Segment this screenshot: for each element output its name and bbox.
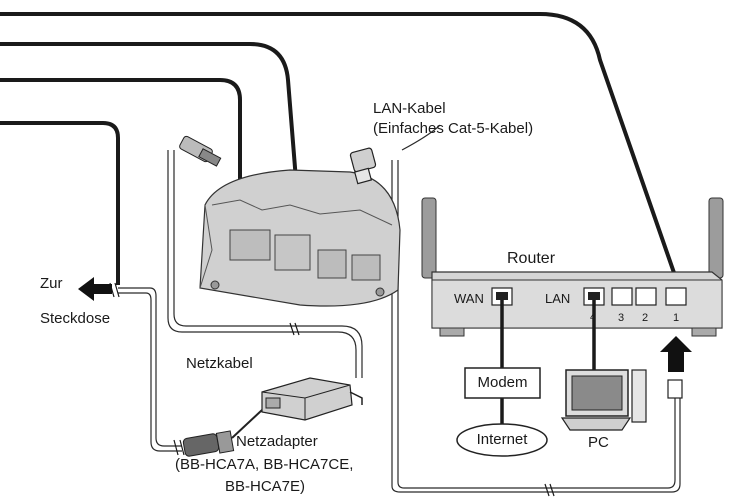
power-adapter bbox=[261, 377, 363, 421]
router-label: Router bbox=[507, 250, 556, 267]
internet-oval bbox=[456, 423, 548, 457]
internet-label: Internet bbox=[476, 431, 528, 448]
up-arrow-icon bbox=[660, 336, 692, 372]
netzadapter-label: Netzadapter bbox=[236, 433, 318, 450]
zur-label: Zur bbox=[40, 275, 63, 292]
router-device bbox=[421, 197, 724, 337]
port-2-label: 2 bbox=[642, 312, 649, 324]
netzkabel-label: Netzkabel bbox=[186, 355, 253, 372]
camera-device bbox=[199, 169, 401, 307]
port-3-label: 3 bbox=[618, 312, 625, 324]
lan-label: LAN bbox=[545, 291, 571, 306]
lan-plug bbox=[349, 147, 377, 185]
ac-plug bbox=[182, 409, 263, 457]
thin-cables bbox=[118, 124, 681, 493]
netzadapter-models-2: BB-HCA7E) bbox=[225, 478, 306, 495]
port-4-label: 4 bbox=[590, 312, 596, 323]
lan-kabel-label: LAN-Kabel bbox=[373, 100, 446, 117]
modem-box bbox=[464, 367, 541, 399]
dc-plug bbox=[179, 135, 222, 167]
netzadapter-models-1: (BB-HCA7A, BB-HCA7CE, bbox=[175, 456, 354, 473]
steckdose-label: Steckdose bbox=[40, 310, 111, 327]
port-1-label: 1 bbox=[673, 312, 680, 324]
router-connections bbox=[500, 300, 596, 425]
modem-label: Modem bbox=[477, 374, 528, 391]
lan-kabel-sub-label: (Einfaches Cat-5-Kabel) bbox=[373, 120, 534, 137]
wan-label: WAN bbox=[454, 291, 484, 306]
left-arrow-icon bbox=[78, 277, 112, 301]
router-lan-plug bbox=[667, 379, 683, 399]
camera-cables bbox=[0, 12, 682, 291]
pc-icon bbox=[560, 369, 647, 431]
pc-label: PC bbox=[588, 434, 609, 451]
